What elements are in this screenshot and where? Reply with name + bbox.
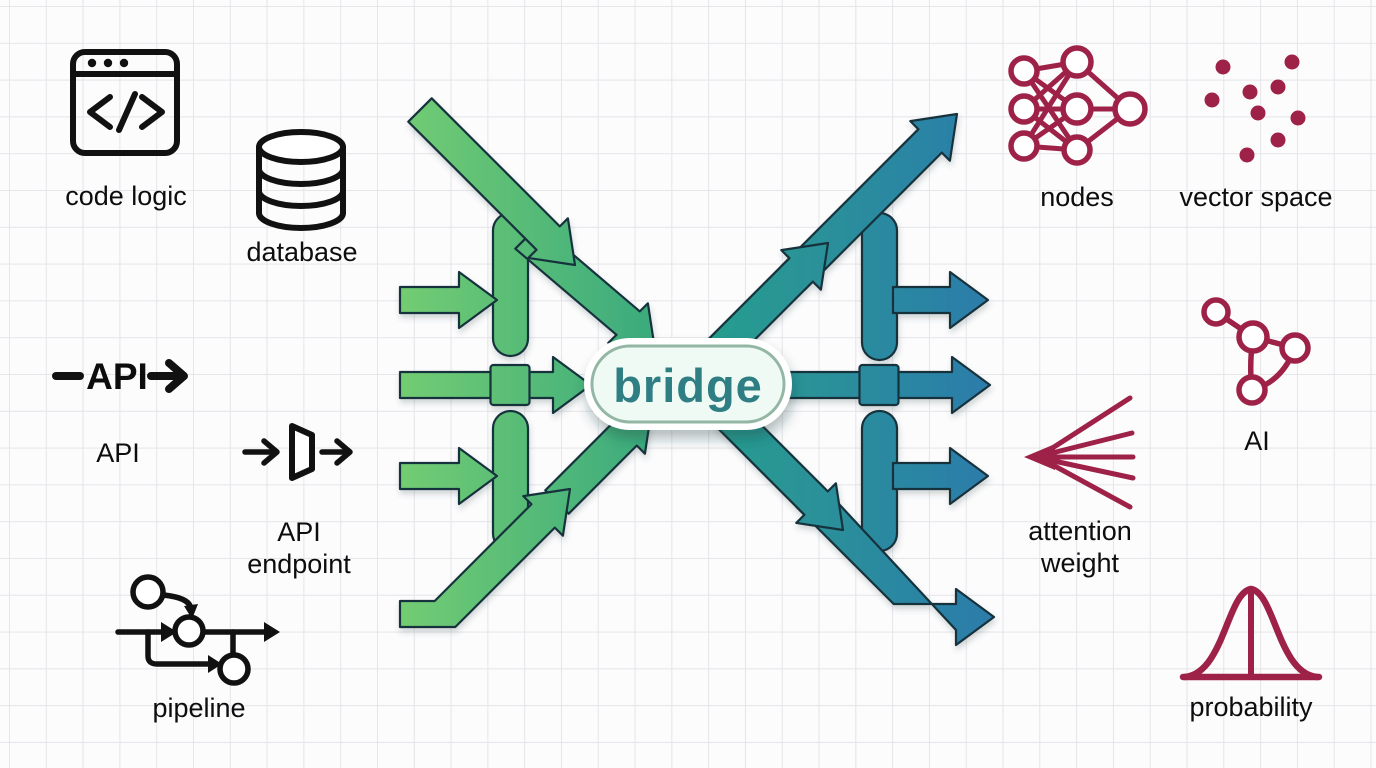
graph-nodes-icon: [1201, 297, 1311, 406]
api-endpoint-label-line2: endpoint: [247, 549, 351, 579]
green-short-arrow-bottom: [398, 446, 499, 506]
concept-api-endpoint: [242, 423, 353, 481]
bridge-bubble: [590, 344, 786, 424]
pipeline-label: pipeline: [152, 693, 245, 723]
api-icon-text: API: [86, 356, 148, 397]
code-logic-label: code logic: [65, 181, 187, 211]
arrow-door-arrow-icon: [242, 423, 353, 481]
pipeline-flow-icon: [115, 574, 280, 686]
concept-attention-weight: [1024, 395, 1136, 510]
ai-label: AI: [1244, 426, 1270, 456]
teal-middle-arrow-overpass: [858, 363, 900, 407]
bell-curve-icon: [1179, 585, 1323, 681]
browser-code-icon: [70, 49, 180, 156]
nodes-label: nodes: [1040, 182, 1114, 212]
concept-api: API: [52, 356, 188, 397]
concept-ai: [1201, 297, 1311, 406]
neural-network-icon: [1008, 45, 1148, 166]
teal-capsule-upper: [860, 211, 899, 362]
teal-short-arrow-bottom: [891, 446, 990, 506]
api-endpoint-label-line1: API: [277, 517, 321, 547]
teal-diagonal-bottom-arrow-far: [795, 482, 996, 647]
attention-weight-label-line2: weight: [1040, 548, 1120, 578]
teal-short-arrow-top: [891, 270, 990, 330]
teal-capsule-lower: [860, 409, 899, 553]
api-label: API: [96, 438, 140, 468]
concept-probability: [1179, 585, 1323, 681]
concept-code-logic: [70, 49, 180, 156]
green-diagonal-bottom-arrow-near: [398, 487, 572, 629]
vector-space-label: vector space: [1179, 182, 1332, 212]
green-diagonal-top-arrow-near: [407, 97, 577, 267]
attention-fan-icon: [1024, 395, 1136, 510]
api-dash-arrow-icon: [52, 359, 188, 393]
green-middle-arrow-overpass: [489, 363, 531, 407]
bridge-text: bridge: [613, 359, 763, 412]
concept-vector-space: [1204, 54, 1306, 163]
bridge-label: bridge: [584, 338, 792, 430]
probability-label: probability: [1189, 692, 1313, 722]
concept-pipeline: [115, 574, 280, 686]
database-cylinder-icon: [256, 129, 346, 231]
concept-nodes: [1008, 45, 1148, 166]
green-short-arrow-top: [398, 270, 499, 330]
scatter-dots-icon: [1204, 54, 1306, 163]
attention-weight-label-line1: attention: [1028, 516, 1132, 546]
teal-output-arrows: [690, 112, 996, 647]
concept-database: [256, 129, 346, 231]
database-label: database: [246, 237, 357, 267]
